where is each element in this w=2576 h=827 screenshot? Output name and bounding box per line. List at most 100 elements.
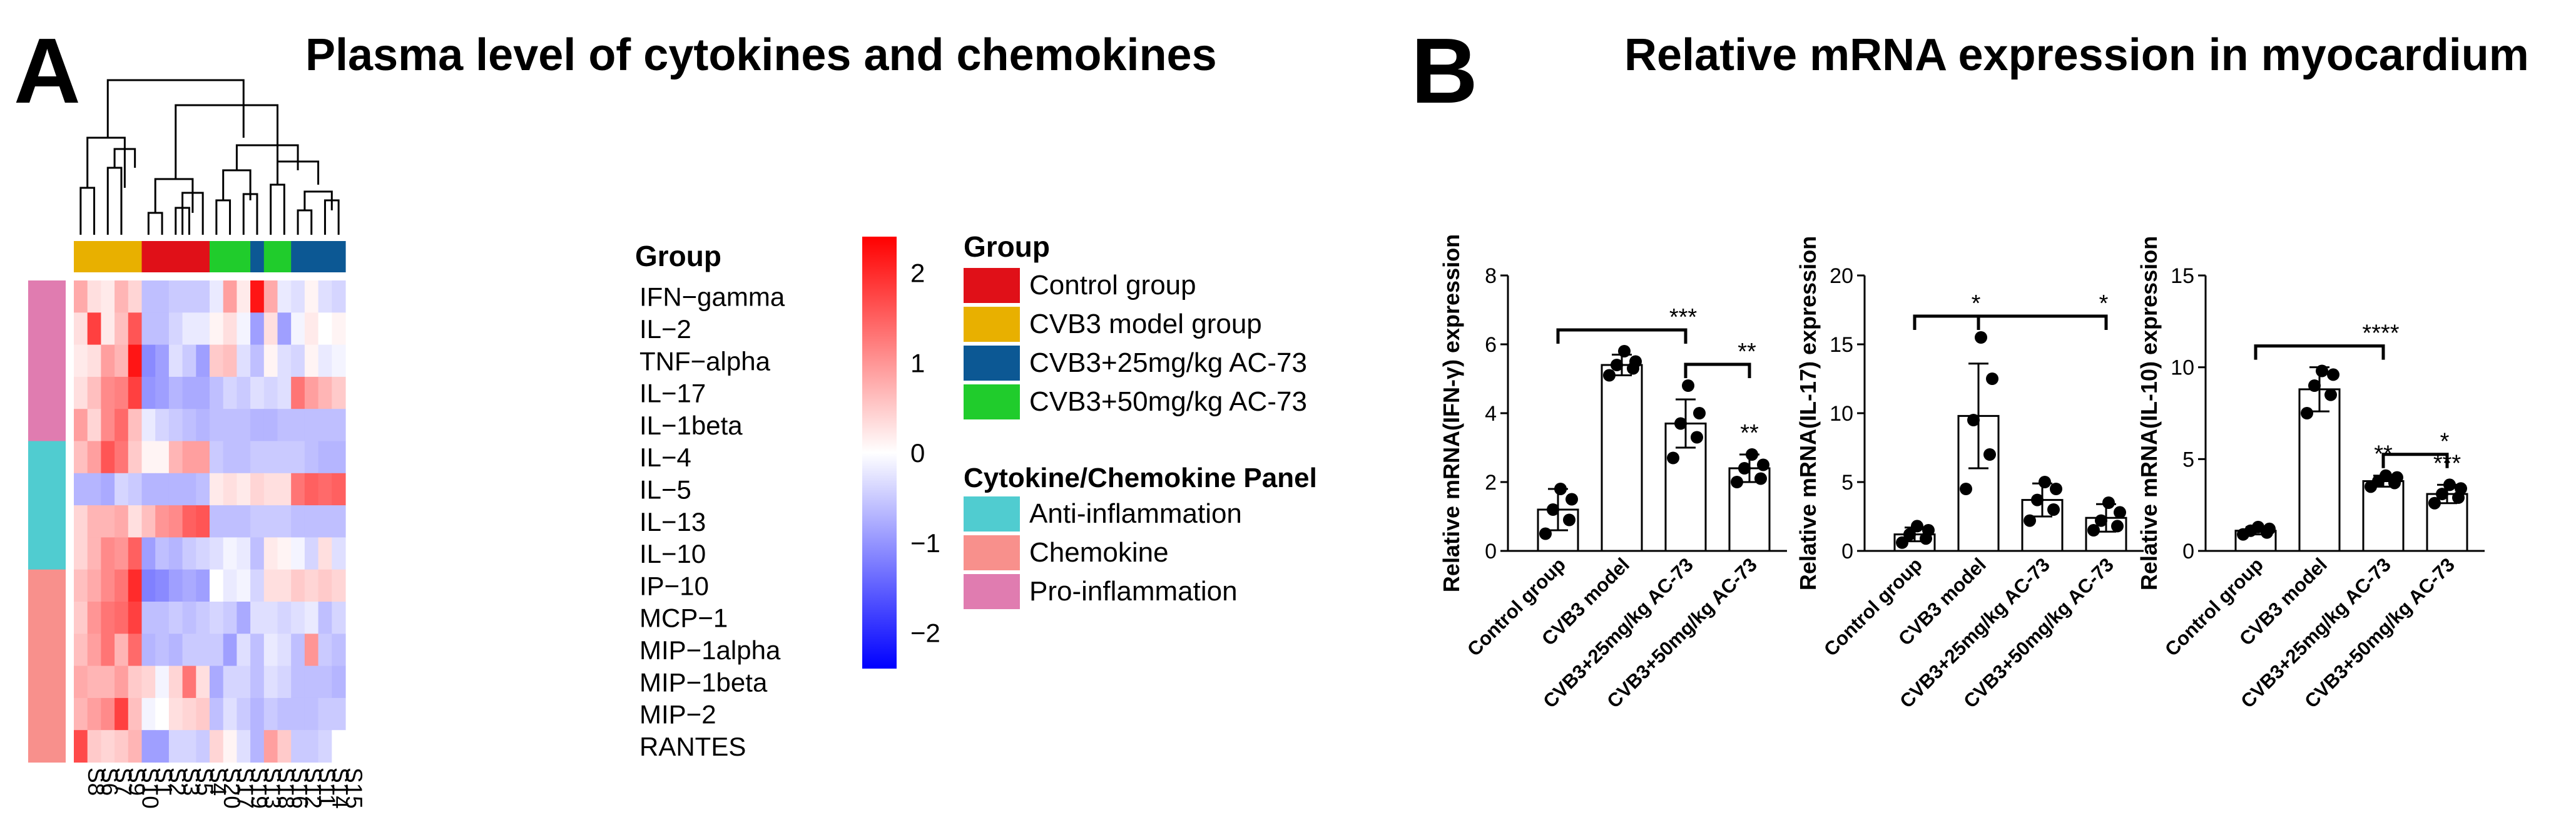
heatmap-cell xyxy=(318,441,332,474)
legend-label: CVB3+25mg/kg AC-73 xyxy=(1029,347,1307,378)
heatmap-cell xyxy=(128,569,143,602)
heatmap-cell xyxy=(128,344,143,378)
heatmap-cell xyxy=(250,665,265,699)
heatmap-cell xyxy=(237,634,251,667)
dendrogram-link xyxy=(270,183,285,235)
heatmap-cell xyxy=(196,569,210,602)
column-label: S16 xyxy=(287,768,312,809)
heatmap-cell xyxy=(250,505,265,538)
heatmap-cell xyxy=(155,730,170,763)
group-annotation-bar xyxy=(74,241,346,272)
group-track-label: Group xyxy=(635,240,721,272)
data-point xyxy=(1754,472,1767,485)
heatmap-cell xyxy=(74,441,88,474)
heatmap-cell xyxy=(304,409,319,442)
row-label: TNF−alpha xyxy=(639,346,771,376)
heatmap-cell xyxy=(74,730,88,763)
panel-annotation-cell xyxy=(28,441,66,474)
heatmap-cell xyxy=(115,537,129,570)
heatmap-cell xyxy=(304,473,319,506)
heatmap-cell xyxy=(263,280,278,313)
heatmap-cell xyxy=(237,697,251,731)
heatmap-cell xyxy=(250,730,265,763)
column-label: S8 xyxy=(83,768,109,796)
heatmap-cell xyxy=(277,312,292,346)
panel-annotation-cell xyxy=(28,344,66,378)
heatmap-cell xyxy=(141,344,156,378)
color-scale: 210−1−2 xyxy=(862,237,940,669)
heatmap-cell xyxy=(141,665,156,699)
group-annotation-cell xyxy=(101,241,115,272)
heatmap-cell xyxy=(196,280,210,313)
heatmap-cell xyxy=(101,697,115,731)
heatmap-cell xyxy=(291,280,305,313)
significance-label: ** xyxy=(2374,441,2393,468)
column-label: S17 xyxy=(233,768,258,809)
heatmap-cell xyxy=(210,537,224,570)
row-label: MIP−2 xyxy=(639,700,716,729)
heatmap-cell xyxy=(277,602,292,634)
heatmap-cell xyxy=(304,312,319,346)
significance-bracket xyxy=(1556,328,1688,344)
dendrogram-link xyxy=(147,212,163,235)
data-point xyxy=(1922,524,1935,537)
heatmap-cell xyxy=(263,376,278,409)
row-label: IL−10 xyxy=(639,539,706,568)
data-point xyxy=(2455,482,2467,495)
heatmap-cell xyxy=(182,730,196,763)
panel-a-title: Plasma level of cytokines and chemokines xyxy=(305,30,1217,80)
heatmap-cell xyxy=(74,312,88,346)
heatmap-cell xyxy=(141,376,156,409)
group-annotation-cell xyxy=(304,241,319,272)
group-annotation-cell xyxy=(141,241,156,272)
heatmap-cell xyxy=(115,697,129,731)
heatmap-cell xyxy=(128,280,143,313)
heatmap-cell xyxy=(101,409,115,442)
dendrogram-link xyxy=(106,167,123,235)
heatmap-cell xyxy=(74,473,88,506)
heatmap-cell xyxy=(250,280,265,313)
heatmap-cell xyxy=(182,312,196,346)
data-point xyxy=(1629,355,1642,368)
heatmap-cell xyxy=(168,312,183,346)
heatmap-cell xyxy=(74,537,88,570)
heatmap-cell xyxy=(291,344,305,378)
heatmap-cell xyxy=(277,280,292,313)
y-tick-label: 0 xyxy=(1485,540,1497,563)
data-point xyxy=(1896,536,1908,549)
heatmap-cell xyxy=(141,634,156,667)
color-scale-tick: 0 xyxy=(910,438,925,468)
heatmap-cell xyxy=(196,730,210,763)
heatmap-cell xyxy=(263,473,278,506)
dendrogram-link xyxy=(106,79,245,138)
row-label: IFN−gamma xyxy=(639,282,785,312)
heatmap-cell xyxy=(128,602,143,634)
heatmap-cell xyxy=(332,697,346,731)
y-tick-label: 0 xyxy=(1841,540,1853,563)
heatmap-cell xyxy=(332,730,346,763)
heatmap-cell xyxy=(263,312,278,346)
y-tick-label: 4 xyxy=(1485,402,1497,426)
dendrogram-link xyxy=(175,104,278,179)
heatmap-cell xyxy=(223,634,237,667)
heatmap-cell xyxy=(168,634,183,667)
heatmap-cell xyxy=(101,569,115,602)
heatmap-cell xyxy=(277,344,292,378)
heatmap-cell xyxy=(291,697,305,731)
y-tick-label: 10 xyxy=(2171,356,2194,380)
heatmap-cell xyxy=(210,602,224,634)
heatmap-cell xyxy=(277,569,292,602)
heatmap-cell xyxy=(101,602,115,634)
heatmap-cell xyxy=(210,473,224,506)
heatmap-cell xyxy=(182,473,196,506)
heatmap-cell xyxy=(141,312,156,346)
data-point xyxy=(1674,417,1687,430)
data-point xyxy=(2316,364,2328,378)
heatmap-cell xyxy=(115,473,129,506)
legend-label: Pro-inflammation xyxy=(1029,576,1238,607)
heatmap-cell xyxy=(332,409,346,442)
dendrogram-link xyxy=(86,136,126,188)
legend-group-title: Group xyxy=(964,230,1050,263)
heatmap-cell xyxy=(304,376,319,409)
